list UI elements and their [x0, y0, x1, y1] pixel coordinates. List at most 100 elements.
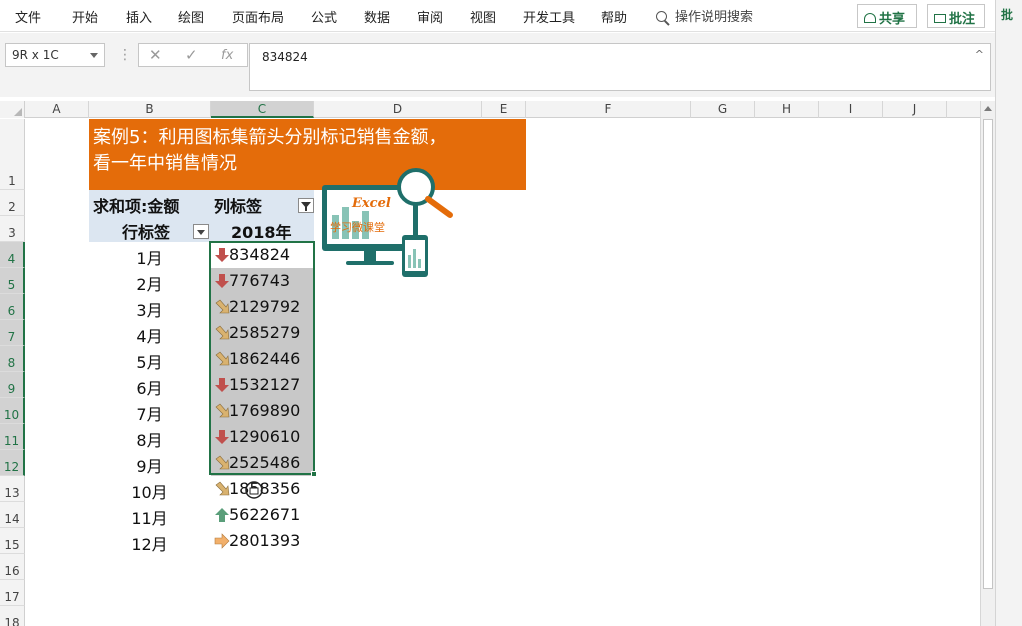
pivot-row-label-cell[interactable]: 12月 [131, 535, 168, 554]
name-box-value: 9R x 1C [12, 48, 59, 62]
pivot-row-label-cell[interactable]: 11月 [131, 509, 168, 528]
collapse-icon[interactable]: ^ [974, 48, 984, 61]
pivot-value-cell[interactable]: 1769890 [211, 398, 314, 424]
menu-home[interactable]: 开始 [72, 11, 99, 26]
excel-classroom-logo: Excel 学习微课堂 [322, 168, 453, 277]
arrow-up-icon [215, 508, 229, 522]
arrow-down-icon [215, 430, 229, 444]
menu-help[interactable]: 帮助 [601, 11, 628, 26]
menu-draw[interactable]: 绘图 [178, 11, 205, 26]
col-header-h[interactable]: H [755, 101, 819, 118]
enter-icon[interactable]: ✓ [185, 46, 198, 64]
row-header-1[interactable]: 1 [0, 119, 25, 190]
pivot-row-label-cell[interactable]: 3月 [136, 301, 163, 320]
chevron-down-icon[interactable] [90, 53, 98, 58]
pivot-value-cell[interactable]: 776743 [211, 268, 314, 294]
share-button[interactable]: 共享 [857, 4, 917, 28]
pivot-column-label: 列标签 [214, 197, 263, 216]
row-header-8[interactable]: 8 [0, 346, 25, 372]
insert-function-icon[interactable]: fx [221, 48, 234, 63]
select-all-button[interactable] [0, 101, 25, 118]
cancel-icon[interactable]: ✕ [149, 46, 162, 64]
menu-view[interactable]: 视图 [470, 11, 497, 26]
col-header-i[interactable]: I [819, 101, 883, 118]
pivot-value-cell[interactable]: 1290610 [211, 424, 314, 450]
logo-tagline: 学习微课堂 [330, 220, 385, 234]
row-number: 11 [3, 434, 20, 448]
menu-developer[interactable]: 开发工具 [523, 11, 576, 26]
row-header-18[interactable]: 18 [0, 606, 25, 626]
title-line-1: 案例5：利用图标集箭头分别标记销售金额， [93, 127, 447, 148]
row-header-9[interactable]: 9 [0, 372, 25, 398]
row-filter-button[interactable] [193, 224, 209, 239]
pivot-value-cell[interactable]: 834824 [211, 242, 314, 268]
row-header-13[interactable]: 13 [0, 476, 25, 502]
tell-me-search[interactable]: 操作说明搜索 [656, 6, 753, 25]
menu-data[interactable]: 数据 [364, 11, 391, 26]
row-header-10[interactable]: 10 [0, 398, 25, 424]
row-header-15[interactable]: 15 [0, 528, 25, 554]
pivot-value-cell[interactable]: 1862446 [211, 346, 314, 372]
row-header-17[interactable]: 17 [0, 580, 25, 606]
menu-insert[interactable]: 插入 [126, 11, 153, 26]
row-header-11[interactable]: 11 [0, 424, 25, 450]
arrow-down-right-icon [215, 351, 230, 366]
pivot-row-label-cell[interactable]: 4月 [136, 327, 163, 346]
name-box[interactable]: 9R x 1C [5, 43, 105, 67]
row-header-16[interactable]: 16 [0, 554, 25, 580]
pivot-value-cell[interactable]: 2129792 [211, 294, 314, 320]
row-number: 8 [7, 356, 16, 370]
pivot-row-label-cell[interactable]: 9月 [136, 457, 163, 476]
menu-formulas[interactable]: 公式 [311, 11, 338, 26]
pivot-values-label: 求和项:金额 [93, 197, 180, 216]
col-header-d[interactable]: D [314, 101, 482, 118]
fill-handle[interactable] [311, 471, 317, 477]
column-filter-button[interactable] [298, 198, 314, 213]
scroll-thumb[interactable] [983, 119, 993, 589]
row-number: 10 [3, 408, 20, 422]
row-header-5[interactable]: 5 [0, 268, 25, 294]
col-header-f[interactable]: F [526, 101, 691, 118]
pivot-row-label-cell[interactable]: 8月 [136, 431, 163, 450]
menu-file[interactable]: 文件 [15, 11, 42, 26]
menu-review[interactable]: 审阅 [417, 11, 444, 26]
pivot-row-label-cell[interactable]: 2月 [136, 275, 163, 294]
row-header-3[interactable]: 3 [0, 216, 25, 242]
comments-pane-tab[interactable]: 批 [1001, 8, 1014, 22]
pivot-value-cell[interactable]: 2585279 [211, 320, 314, 346]
row-header-7[interactable]: 7 [0, 320, 25, 346]
row-header-12[interactable]: 12 [0, 450, 25, 476]
pivot-row-label-cell[interactable]: 5月 [136, 353, 163, 372]
col-header-c[interactable]: C [211, 101, 314, 118]
row-number: 7 [7, 330, 16, 344]
col-header-g[interactable]: G [691, 101, 755, 118]
logo-brand: Excel [351, 196, 391, 211]
pivot-value-cell[interactable]: 2525486 [211, 450, 314, 476]
pivot-value-cell[interactable]: 2801393 [211, 528, 314, 554]
formula-value: 834824 [262, 50, 308, 64]
move-cursor-icon [245, 481, 263, 499]
col-header-a[interactable]: A [25, 101, 89, 118]
row-header-4[interactable]: 4 [0, 242, 25, 268]
row-header-6[interactable]: 6 [0, 294, 25, 320]
pivot-value-cell[interactable]: 5622671 [211, 502, 314, 528]
col-header-b[interactable]: B [89, 101, 211, 118]
drag-handle-icon[interactable]: ⋮ [118, 47, 132, 63]
pivot-value-cell[interactable]: 1532127 [211, 372, 314, 398]
comments-button[interactable]: 批注 [927, 4, 985, 28]
pivot-row-label-cell[interactable]: 6月 [136, 379, 163, 398]
pivot-row-label-cell[interactable]: 10月 [131, 483, 168, 502]
row-header-14[interactable]: 14 [0, 502, 25, 528]
vertical-scrollbar[interactable] [980, 101, 995, 626]
col-header-j[interactable]: J [883, 101, 947, 118]
formula-input[interactable]: 834824 ^ [249, 43, 991, 91]
pivot-row-label-cell[interactable]: 7月 [136, 405, 163, 424]
row-header-2[interactable]: 2 [0, 190, 25, 216]
scroll-up-icon[interactable] [984, 106, 992, 111]
col-header-e[interactable]: E [482, 101, 526, 118]
menu-page-layout[interactable]: 页面布局 [232, 11, 285, 26]
pivot-row-label-cell[interactable]: 1月 [136, 249, 163, 268]
pivot-value: 5622671 [229, 505, 301, 524]
pivot-value: 1862446 [229, 349, 301, 368]
